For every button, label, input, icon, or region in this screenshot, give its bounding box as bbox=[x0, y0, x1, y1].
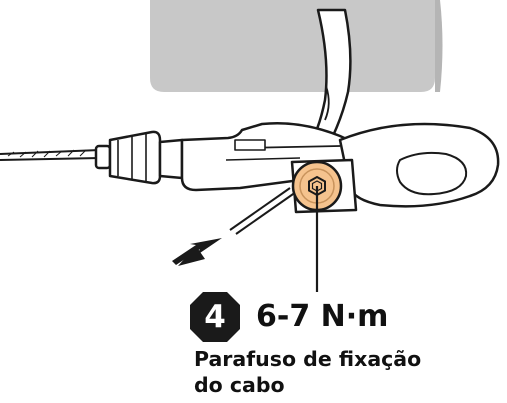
torque-value: 6-7 N·m bbox=[256, 299, 389, 334]
handlebar bbox=[150, 0, 443, 92]
caption-line-1: Parafuso de fixação bbox=[194, 347, 422, 371]
step-number: 4 bbox=[204, 299, 226, 335]
shift-lever bbox=[338, 122, 500, 208]
cable-guide bbox=[229, 187, 297, 235]
step-badge-shape bbox=[190, 292, 240, 342]
shift-cable bbox=[0, 149, 101, 161]
barrel-adjuster bbox=[94, 130, 184, 185]
caption-line-2: do cabo bbox=[194, 373, 285, 397]
caption: Parafuso de fixação do cabo bbox=[194, 346, 421, 398]
pull-direction-arrow-icon bbox=[172, 238, 222, 266]
